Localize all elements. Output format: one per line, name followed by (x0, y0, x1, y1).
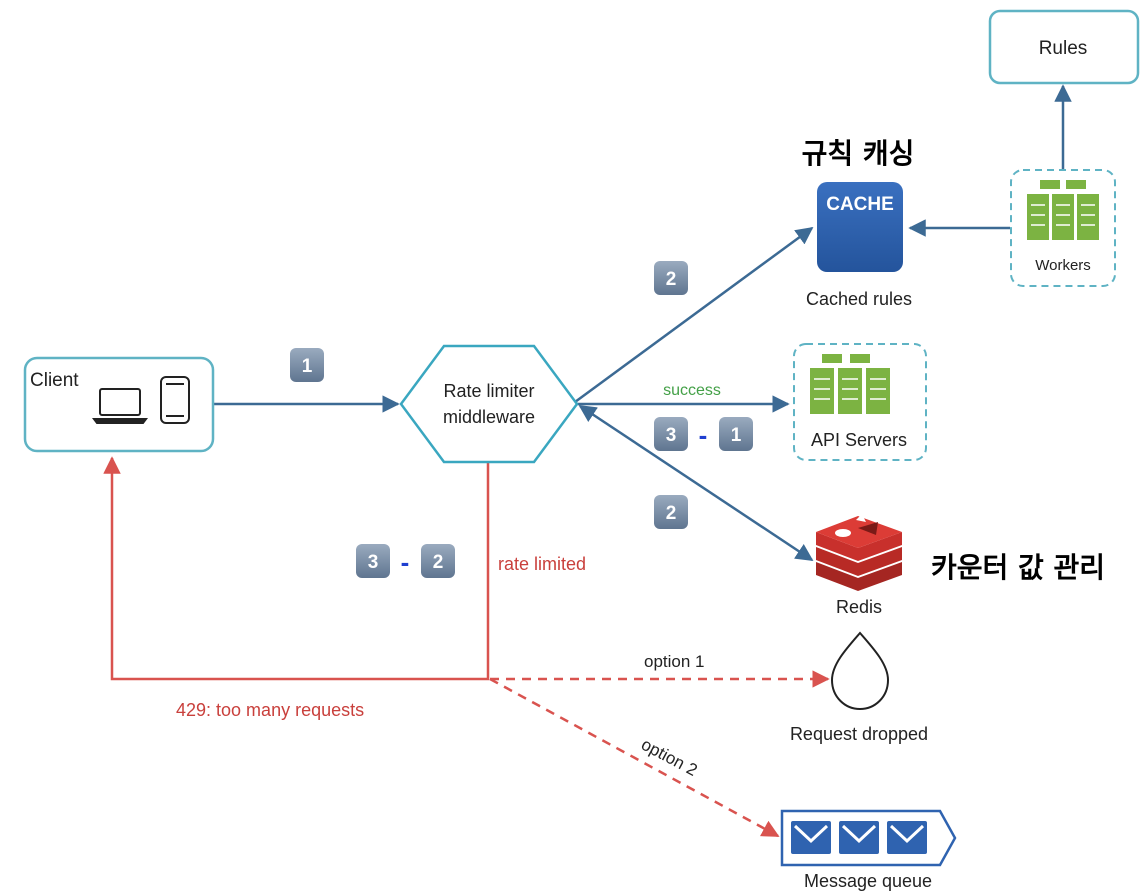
step-badge-2-cache: 2 (654, 261, 688, 295)
success-edge-label: success (663, 382, 721, 399)
rate-limited-edge-label: rate limited (498, 554, 586, 574)
step-badge-3-1: 3 - 1 (654, 417, 753, 451)
badge-number: - (699, 420, 708, 450)
redis-icon (816, 514, 902, 591)
rate-limiter-label-line1: Rate limiter (443, 381, 534, 401)
cache-icon-label: CACHE (826, 194, 894, 215)
workers-label: Workers (1035, 257, 1091, 274)
cache-node: CACHE (817, 182, 903, 272)
workers-node: Workers (1010, 169, 1116, 287)
server-rack-icon (810, 354, 890, 414)
drop-icon (830, 631, 890, 711)
option2-edge-label: option 2 (638, 735, 700, 780)
rate-limiter-node: Rate limiter middleware (399, 344, 579, 464)
rate-limiter-label-line2: middleware (443, 407, 535, 427)
badge-number: 2 (666, 503, 677, 524)
arrow-rate-limited-to-client (103, 456, 490, 681)
rules-node: Rules (988, 9, 1140, 85)
phone-icon (160, 376, 190, 424)
message-queue-icon (780, 809, 957, 867)
request-dropped-label: Request dropped (790, 724, 928, 744)
arrow-limiter-to-cache (574, 226, 814, 404)
client-node: Client (23, 356, 215, 453)
server-rack-icon (1027, 180, 1099, 240)
step-badge-1: 1 (290, 348, 324, 382)
option1-edge-label: option 1 (644, 652, 705, 671)
badge-number: 2 (433, 552, 444, 573)
too-many-requests-label: 429: too many requests (176, 700, 364, 720)
api-servers-node: API Servers (793, 343, 927, 461)
arrow-option2-dashed (489, 677, 780, 838)
arrow-limiter-redis (578, 404, 814, 562)
badge-number: 2 (666, 269, 677, 290)
message-queue-label: Message queue (804, 871, 932, 891)
badge-number: 3 (666, 425, 677, 446)
badge-number: 1 (731, 425, 742, 446)
api-servers-label: API Servers (811, 430, 907, 450)
laptop-icon (92, 388, 148, 424)
badge-number: 3 (368, 552, 379, 573)
step-badge-2-redis: 2 (654, 495, 688, 529)
cached-rules-label: Cached rules (806, 289, 912, 309)
rules-label: Rules (1039, 38, 1088, 59)
redis-label: Redis (836, 597, 882, 617)
counter-management-annotation: 카운터 값 관리 (931, 551, 1105, 584)
rule-caching-annotation: 규칙 캐싱 (802, 137, 915, 170)
step-badge-3-2: 3 - 2 (356, 544, 455, 578)
client-label: Client (30, 370, 79, 391)
badge-number: - (401, 547, 410, 577)
badge-number: 1 (302, 356, 313, 377)
